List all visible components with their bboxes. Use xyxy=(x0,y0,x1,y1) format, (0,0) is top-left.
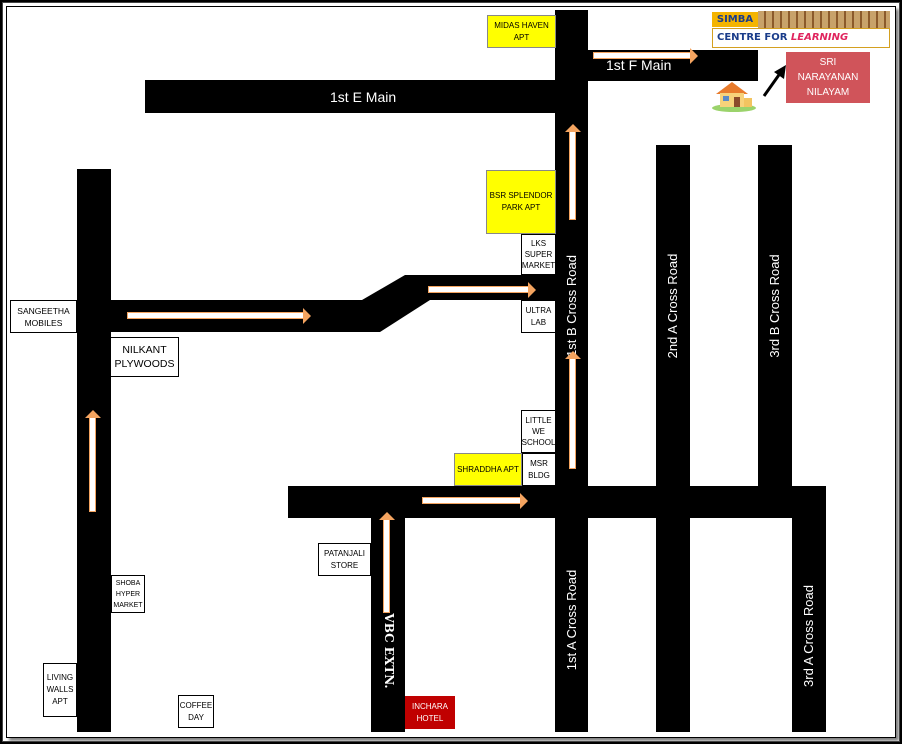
road-3rd-a-cross xyxy=(792,486,826,732)
route-arrow-icon xyxy=(379,512,395,613)
route-arrow-icon xyxy=(428,282,536,298)
map-frame xyxy=(6,6,896,738)
road-3rd-b-cross xyxy=(758,145,792,487)
road-lower-cross xyxy=(288,486,826,518)
logo-fence xyxy=(758,11,890,28)
landmark-bsr-splendor: BSR SPLENDOR PARK APT xyxy=(486,170,556,234)
landmark-inchara-hotel: INCHARA HOTEL xyxy=(405,696,455,729)
route-arrow-icon xyxy=(422,493,528,509)
simba-logo: SIMBA CENTRE FOR LEARNING xyxy=(712,11,890,49)
landmark-patanjali-store: PATANJALI STORE xyxy=(318,543,371,576)
logo-simba-badge: SIMBA xyxy=(712,12,758,27)
landmark-sangeetha-mobiles: SANGEETHA MOBILES xyxy=(10,300,77,333)
road-label-1st-e-main: 1st E Main xyxy=(330,89,397,105)
landmark-lks-super-market: LKS SUPER MARKET xyxy=(521,234,556,275)
route-arrow-icon xyxy=(565,351,581,469)
house-icon xyxy=(712,82,756,112)
logo-text-box: CENTRE FOR LEARNING xyxy=(712,28,890,48)
route-arrow-icon xyxy=(593,48,698,64)
road-1st-e-main xyxy=(145,80,585,113)
logo-learning-text: LEARNING xyxy=(790,32,849,43)
route-arrow-icon xyxy=(127,308,311,324)
road-label-1st-f-main: 1st F Main xyxy=(606,57,672,73)
route-arrow-icon xyxy=(85,410,101,512)
landmark-coffee-day: COFFEE DAY xyxy=(178,695,214,728)
landmark-nilkant-plywoods: NILKANT PLYWOODS xyxy=(110,337,179,377)
landmark-ultra-lab: ULTRA LAB xyxy=(521,300,556,333)
logo-centre-text: CENTRE FOR xyxy=(717,32,791,43)
route-arrow-icon xyxy=(565,124,581,220)
landmark-sri-narayanan-nilayam: SRI NARAYANAN NILAYAM xyxy=(786,52,870,103)
landmark-little-we-school: LITTLE WE SCHOOL xyxy=(521,410,556,453)
landmark-shoba-hyper-market: SHOBA HYPER MARKET xyxy=(111,575,145,613)
landmark-midas-haven: MIDAS HAVEN APT xyxy=(487,15,556,48)
landmark-living-walls-apt: LIVING WALLS APT xyxy=(43,663,77,717)
landmark-shraddha-apt: SHRADDHA APT xyxy=(454,453,522,486)
landmark-msr-bldg: MSR BLDG xyxy=(522,453,556,486)
road-1st-a-cross xyxy=(555,517,588,732)
pointer-arrow-icon xyxy=(762,65,786,97)
road-2nd-a-cross xyxy=(656,145,690,732)
